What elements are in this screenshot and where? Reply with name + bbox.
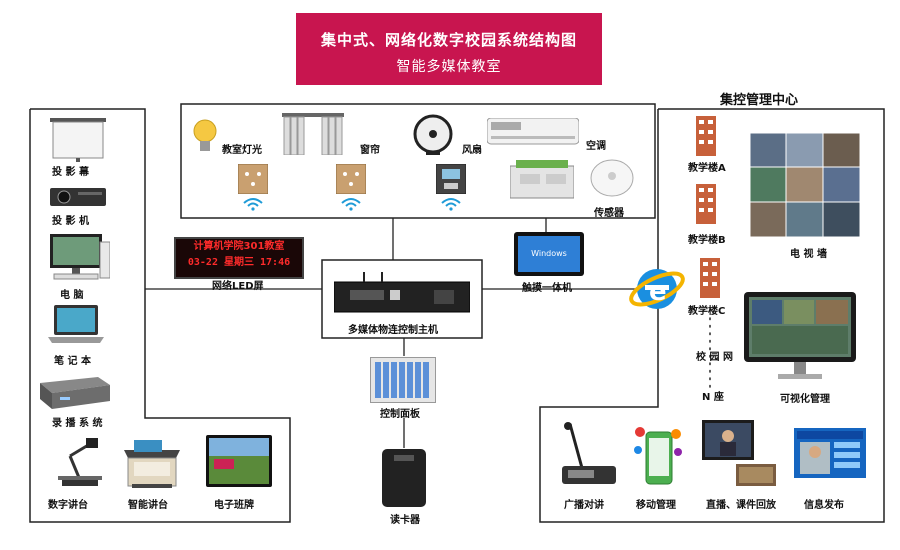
visual-management-label: 可视化管理 xyxy=(780,390,830,405)
led-line-2: 03-22 星期三 17:46 xyxy=(176,255,302,271)
wifi-signal-2-icon xyxy=(340,196,362,210)
wall-switch-2-icon xyxy=(336,164,366,194)
live-playback-label: 直播、课件回放 xyxy=(706,496,776,511)
live-playback-icon xyxy=(702,420,776,486)
campus-network-label: 校 园 网 xyxy=(696,348,733,363)
mobile-management-label: 移动管理 xyxy=(636,496,676,511)
projector-icon xyxy=(48,184,108,208)
projector-label: 投 影 机 xyxy=(52,212,89,227)
control-host-label: 多媒体物连控制主机 xyxy=(348,321,438,336)
building-a-icon xyxy=(696,116,716,156)
building-b-icon xyxy=(696,184,716,224)
led-display: 计算机学院301教室 03-22 星期三 17:46 xyxy=(174,237,304,279)
projection-screen-icon xyxy=(50,118,106,162)
touch-all-in-one[interactable]: Windows xyxy=(514,232,584,276)
recording-system-icon xyxy=(40,375,110,411)
fan-icon xyxy=(412,114,454,156)
broadcast-intercom-label: 广播对讲 xyxy=(564,496,604,511)
card-reader-icon xyxy=(382,449,426,507)
curtain-label: 窗帘 xyxy=(360,141,380,156)
laptop-label: 笔 记 本 xyxy=(54,352,91,367)
desktop-computer-label: 电 脑 xyxy=(60,286,83,301)
building-a-label: 教学楼A xyxy=(688,159,726,174)
wall-switch-1-icon xyxy=(238,164,268,194)
tv-wall-icon xyxy=(750,133,860,237)
tv-wall-label: 电 视 墙 xyxy=(790,245,827,260)
laptop-icon xyxy=(46,305,106,345)
diagram-title-banner: 集中式、网络化数字校园系统结构图 智能多媒体教室 xyxy=(296,13,602,85)
air-conditioner-label: 空调 xyxy=(586,137,606,152)
visual-management-monitor-icon xyxy=(744,292,856,382)
classroom-light-label: 教室灯光 xyxy=(222,141,262,156)
control-panel-device[interactable] xyxy=(370,357,436,403)
touch-screen-text: Windows xyxy=(531,249,567,258)
led-display-label: 网络LED屏 xyxy=(212,277,264,292)
fan-label: 风扇 xyxy=(462,141,482,156)
broadcast-intercom-icon xyxy=(556,422,620,488)
wifi-signal-3-icon xyxy=(440,196,462,210)
touch-all-in-one-label: 触摸一体机 xyxy=(522,279,572,294)
sensor-icon xyxy=(589,158,635,200)
electronic-class-board-label: 电子班牌 xyxy=(214,496,254,511)
desktop-computer-icon xyxy=(44,234,110,282)
mobile-management-icon xyxy=(632,424,684,486)
sensor-label: 传感器 xyxy=(594,204,624,219)
building-b-label: 教学楼B xyxy=(688,231,726,246)
internet-explorer-icon: e xyxy=(627,260,687,318)
building-c-icon xyxy=(700,258,720,298)
smart-podium-label: 智能讲台 xyxy=(128,496,168,511)
card-reader-label: 读卡器 xyxy=(390,511,420,526)
control-host-device-icon xyxy=(334,272,470,314)
smart-podium-icon xyxy=(120,436,184,490)
svg-text:e: e xyxy=(649,277,667,307)
recording-system-label: 录 播 系 统 xyxy=(52,414,102,429)
fan-controller-icon xyxy=(436,164,466,194)
touch-screen: Windows xyxy=(518,236,580,272)
light-bulb-icon xyxy=(192,118,218,154)
digital-podium-icon xyxy=(52,436,108,488)
projection-screen-label: 投 影 幕 xyxy=(52,163,89,178)
diagram-subtitle: 智能多媒体教室 xyxy=(296,56,602,76)
digital-podium-label: 数字讲台 xyxy=(48,496,88,511)
control-panel-label: 控制面板 xyxy=(380,405,420,420)
led-line-1: 计算机学院301教室 xyxy=(176,239,302,255)
diagram-title: 集中式、网络化数字校园系统结构图 xyxy=(296,29,602,50)
control-panel-buttons xyxy=(375,362,431,398)
wifi-signal-1-icon xyxy=(242,196,264,210)
control-center-title: 集控管理中心 xyxy=(720,89,798,108)
air-conditioner-icon xyxy=(487,118,579,148)
info-publish-label: 信息发布 xyxy=(804,496,844,511)
building-c-label: 教学楼C xyxy=(688,302,725,317)
electronic-class-board-icon xyxy=(206,435,272,487)
info-publish-icon xyxy=(794,428,866,482)
ac-controller-module-icon xyxy=(510,160,574,202)
curtain-icon xyxy=(282,113,344,155)
n-seat-label: N 座 xyxy=(702,388,724,403)
